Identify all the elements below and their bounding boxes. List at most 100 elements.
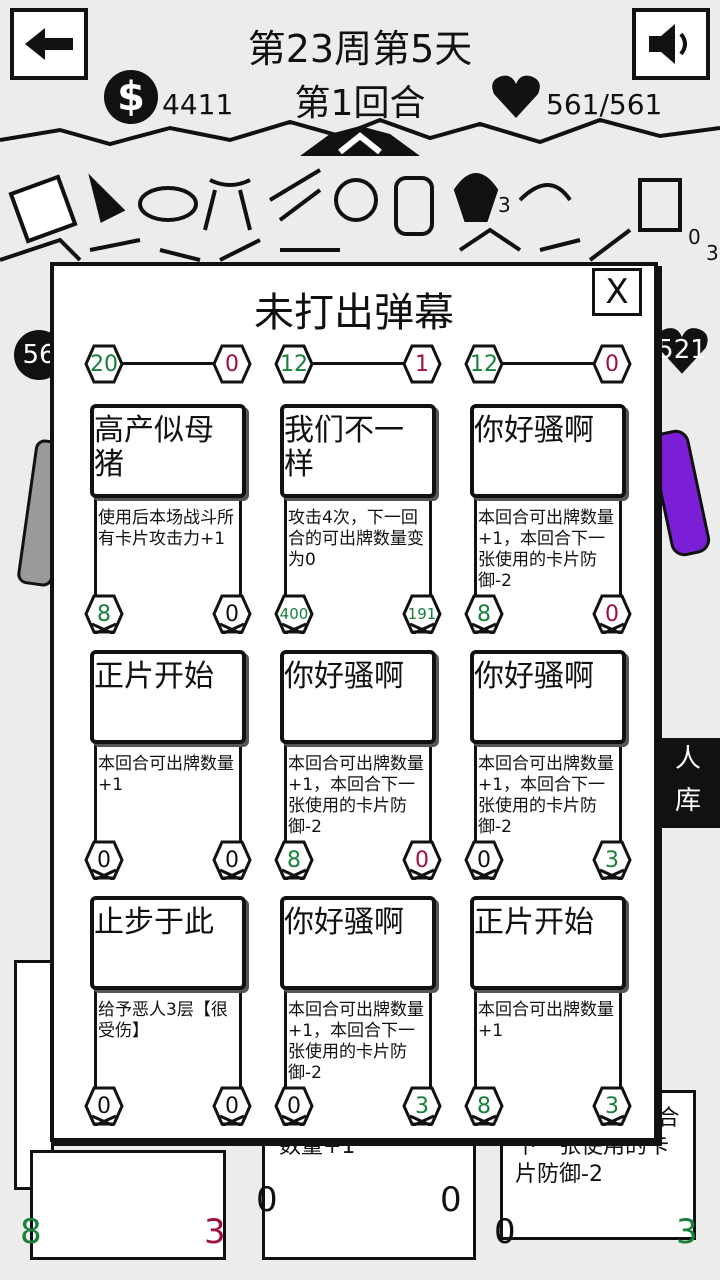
hand-card-attack: 0	[494, 1212, 516, 1252]
card-defense: 3	[605, 1093, 619, 1119]
card-attack: 0	[97, 1093, 111, 1119]
card-header	[280, 896, 436, 990]
card-description: 本回合可出牌数量+1	[478, 1000, 614, 1041]
coin-icon: $	[104, 70, 158, 124]
hand-card-attack: 8	[20, 1212, 42, 1252]
back-button[interactable]	[10, 8, 88, 80]
card-description: 本回合可出牌数量+1，本回合下一张使用的卡片防御-2	[288, 754, 424, 837]
speaker-icon	[649, 24, 687, 64]
heart-icon	[656, 328, 708, 374]
partial-attack: 12	[280, 351, 308, 377]
card-attack-badge: 8	[464, 594, 504, 634]
card-attack-badge: 8	[464, 1086, 504, 1126]
card-description: 本回合可出牌数量+1，本回合下一张使用的卡片防御-2	[478, 754, 614, 837]
card-defense: 191	[407, 605, 437, 623]
scribble-number: 3	[498, 193, 511, 217]
card-attack-badge: 0	[464, 840, 504, 880]
card-header	[470, 650, 626, 744]
card-name: 高产似母猪	[94, 413, 214, 482]
card-defense: 0	[415, 847, 429, 873]
dialog-title: 未打出弹幕	[254, 290, 454, 336]
card-defense: 3	[605, 847, 619, 873]
card-body	[474, 496, 622, 618]
card-attack: 0	[287, 1093, 301, 1119]
scribble-number: 0	[688, 225, 701, 249]
card-header	[280, 404, 436, 498]
card-name: 你好骚啊	[284, 659, 404, 694]
card-description: 本回合可出牌数量+1	[98, 754, 234, 795]
player-hp-value: 521	[657, 335, 707, 365]
card-header	[90, 896, 246, 990]
card-name: 我们不一样	[284, 413, 404, 482]
card-defense: 0	[225, 601, 239, 627]
battle-card[interactable]: 我们不一样攻击4次，下一回合的可出牌数量变为0 400 191	[274, 404, 442, 636]
card-name: 止步于此	[94, 905, 214, 940]
card-description: 使用后本场战斗所有卡片攻击力+1	[98, 508, 234, 549]
battlefield-scribbles: 3 2 0 3 4	[0, 168, 719, 265]
card-attack: 8	[287, 847, 301, 873]
card-header	[90, 650, 246, 744]
card-attack: 8	[477, 1093, 491, 1119]
card-attack-badge: 0	[274, 1086, 314, 1126]
close-button[interactable]: X	[592, 268, 642, 316]
hp-count: 561/561	[546, 88, 663, 121]
card-body	[284, 742, 432, 864]
card-name: 你好骚啊	[474, 659, 594, 694]
card-defense-badge: 0	[402, 840, 442, 880]
battle-card[interactable]: 你好骚啊本回合可出牌数量+1，本回合下一张使用的卡片防御-2 8 0	[464, 404, 632, 636]
card-defense: 3	[415, 1093, 429, 1119]
card-defense-badge: 0	[212, 1086, 252, 1126]
battle-card[interactable]: 高产似母猪使用后本场战斗所有卡片攻击力+1 8 0	[84, 404, 252, 636]
card-description: 本回合可出牌数量+1，本回合下一张使用的卡片防御-2	[478, 508, 614, 591]
partial-card-row-item: 20 0	[84, 342, 256, 386]
card-attack-badge: 8	[84, 594, 124, 634]
hand-card-attack: 0	[256, 1180, 278, 1220]
card-defense: 0	[605, 601, 619, 627]
round-label: 第1回合	[294, 83, 426, 124]
card-body	[94, 496, 242, 618]
deck-button-line1: 人	[674, 744, 701, 774]
card-attack-badge: 8	[274, 840, 314, 880]
sound-button[interactable]	[632, 8, 710, 80]
partial-defense: 0	[605, 351, 619, 377]
card-defense-badge: 3	[592, 840, 632, 880]
card-defense-badge: 0	[212, 840, 252, 880]
card-body	[474, 988, 622, 1110]
card-body	[284, 988, 432, 1110]
card-attack-badge: 400	[274, 594, 314, 634]
card-defense-badge: 0	[212, 594, 252, 634]
card-header	[470, 404, 626, 498]
card-description: 攻击4次，下一回合的可出牌数量变为0	[288, 508, 424, 570]
deck-button-line2: 库	[674, 786, 701, 816]
card-defense-badge: 191	[402, 594, 442, 634]
partial-attack: 12	[470, 351, 498, 377]
hand-card-defense: 3	[676, 1212, 698, 1252]
card-attack: 8	[477, 601, 491, 627]
card-body	[474, 742, 622, 864]
hand-card-defense: 0	[440, 1180, 462, 1220]
card-attack-badge: 0	[84, 1086, 124, 1126]
partial-card-row-item: 12 1	[274, 342, 446, 386]
card-attack: 400	[279, 605, 309, 623]
card-name: 你好骚啊	[474, 413, 594, 448]
partial-card-row-item: 12 0	[464, 342, 636, 386]
collapse-chevron-icon[interactable]	[304, 118, 416, 160]
hand-card-defense: 3	[204, 1212, 226, 1252]
unplayed-cards-dialog: 未打出弹幕 20 0 12 1 12 0 高产似母猪使用后本场战斗所有卡片攻击力…	[50, 262, 658, 1142]
hand-card[interactable]	[30, 1150, 226, 1260]
card-defense-badge: 3	[592, 1086, 632, 1126]
battle-card[interactable]: 你好骚啊本回合可出牌数量+1，本回合下一张使用的卡片防御-2 8 0	[274, 650, 442, 882]
card-header	[90, 404, 246, 498]
card-header	[280, 650, 436, 744]
heart-icon	[492, 75, 540, 118]
deck-button[interactable]: 人 库	[656, 738, 720, 828]
card-defense-badge: 3	[402, 1086, 442, 1126]
card-header	[470, 896, 626, 990]
card-body	[94, 988, 242, 1110]
card-description: 本回合可出牌数量+1，本回合下一张使用的卡片防御-2	[288, 1000, 424, 1083]
